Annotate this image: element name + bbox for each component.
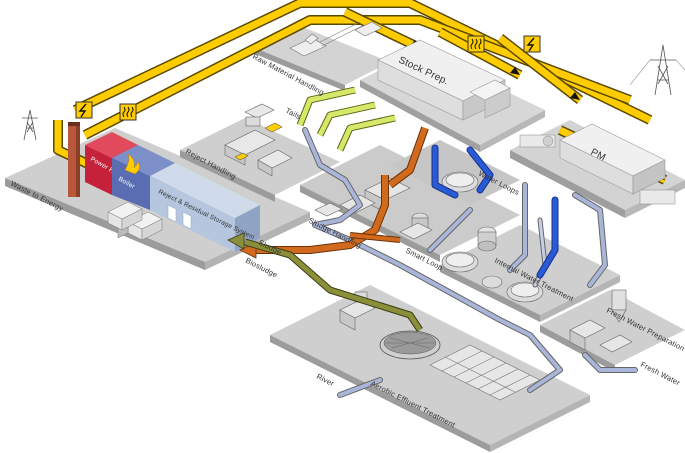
power-pylon-icon (22, 109, 38, 141)
biosludge-label: Biosludge (244, 256, 279, 280)
pm-building: PM (519, 123, 676, 205)
platform-raw-material (255, 26, 390, 91)
biosludge-pipe (244, 238, 423, 332)
stock-pipes (296, 86, 396, 152)
fresh-water-equipment (569, 289, 633, 353)
effluent-round-tank (379, 330, 441, 360)
water-pipes (302, 127, 638, 398)
clarifier-tanks (441, 171, 544, 303)
lightning-icon (75, 101, 93, 119)
steam-icon (467, 35, 485, 53)
chimney (68, 122, 80, 197)
fresh-water-label: Fresh Water (639, 360, 682, 388)
trucks (107, 201, 163, 241)
clean-water-loops (431, 144, 559, 279)
lightning-icon (523, 35, 541, 53)
steam-icon (119, 103, 137, 121)
raw-material-equipment (289, 21, 383, 57)
power-pylon-icon (629, 44, 685, 96)
platform-reject-handling (180, 118, 340, 202)
flame-icon (124, 153, 140, 175)
platform-process-center (300, 145, 520, 262)
river-label: River (315, 372, 336, 389)
sludge-pipes (255, 126, 429, 254)
sludge-label: Sludge (257, 238, 283, 257)
truck (107, 201, 143, 231)
stock-prep-building: Stock Prep. (377, 39, 511, 121)
biosludge-arrow (227, 232, 245, 250)
energy-icons (75, 35, 541, 121)
platform-fresh-water (540, 290, 685, 372)
reject-handling-equipment (224, 103, 293, 177)
